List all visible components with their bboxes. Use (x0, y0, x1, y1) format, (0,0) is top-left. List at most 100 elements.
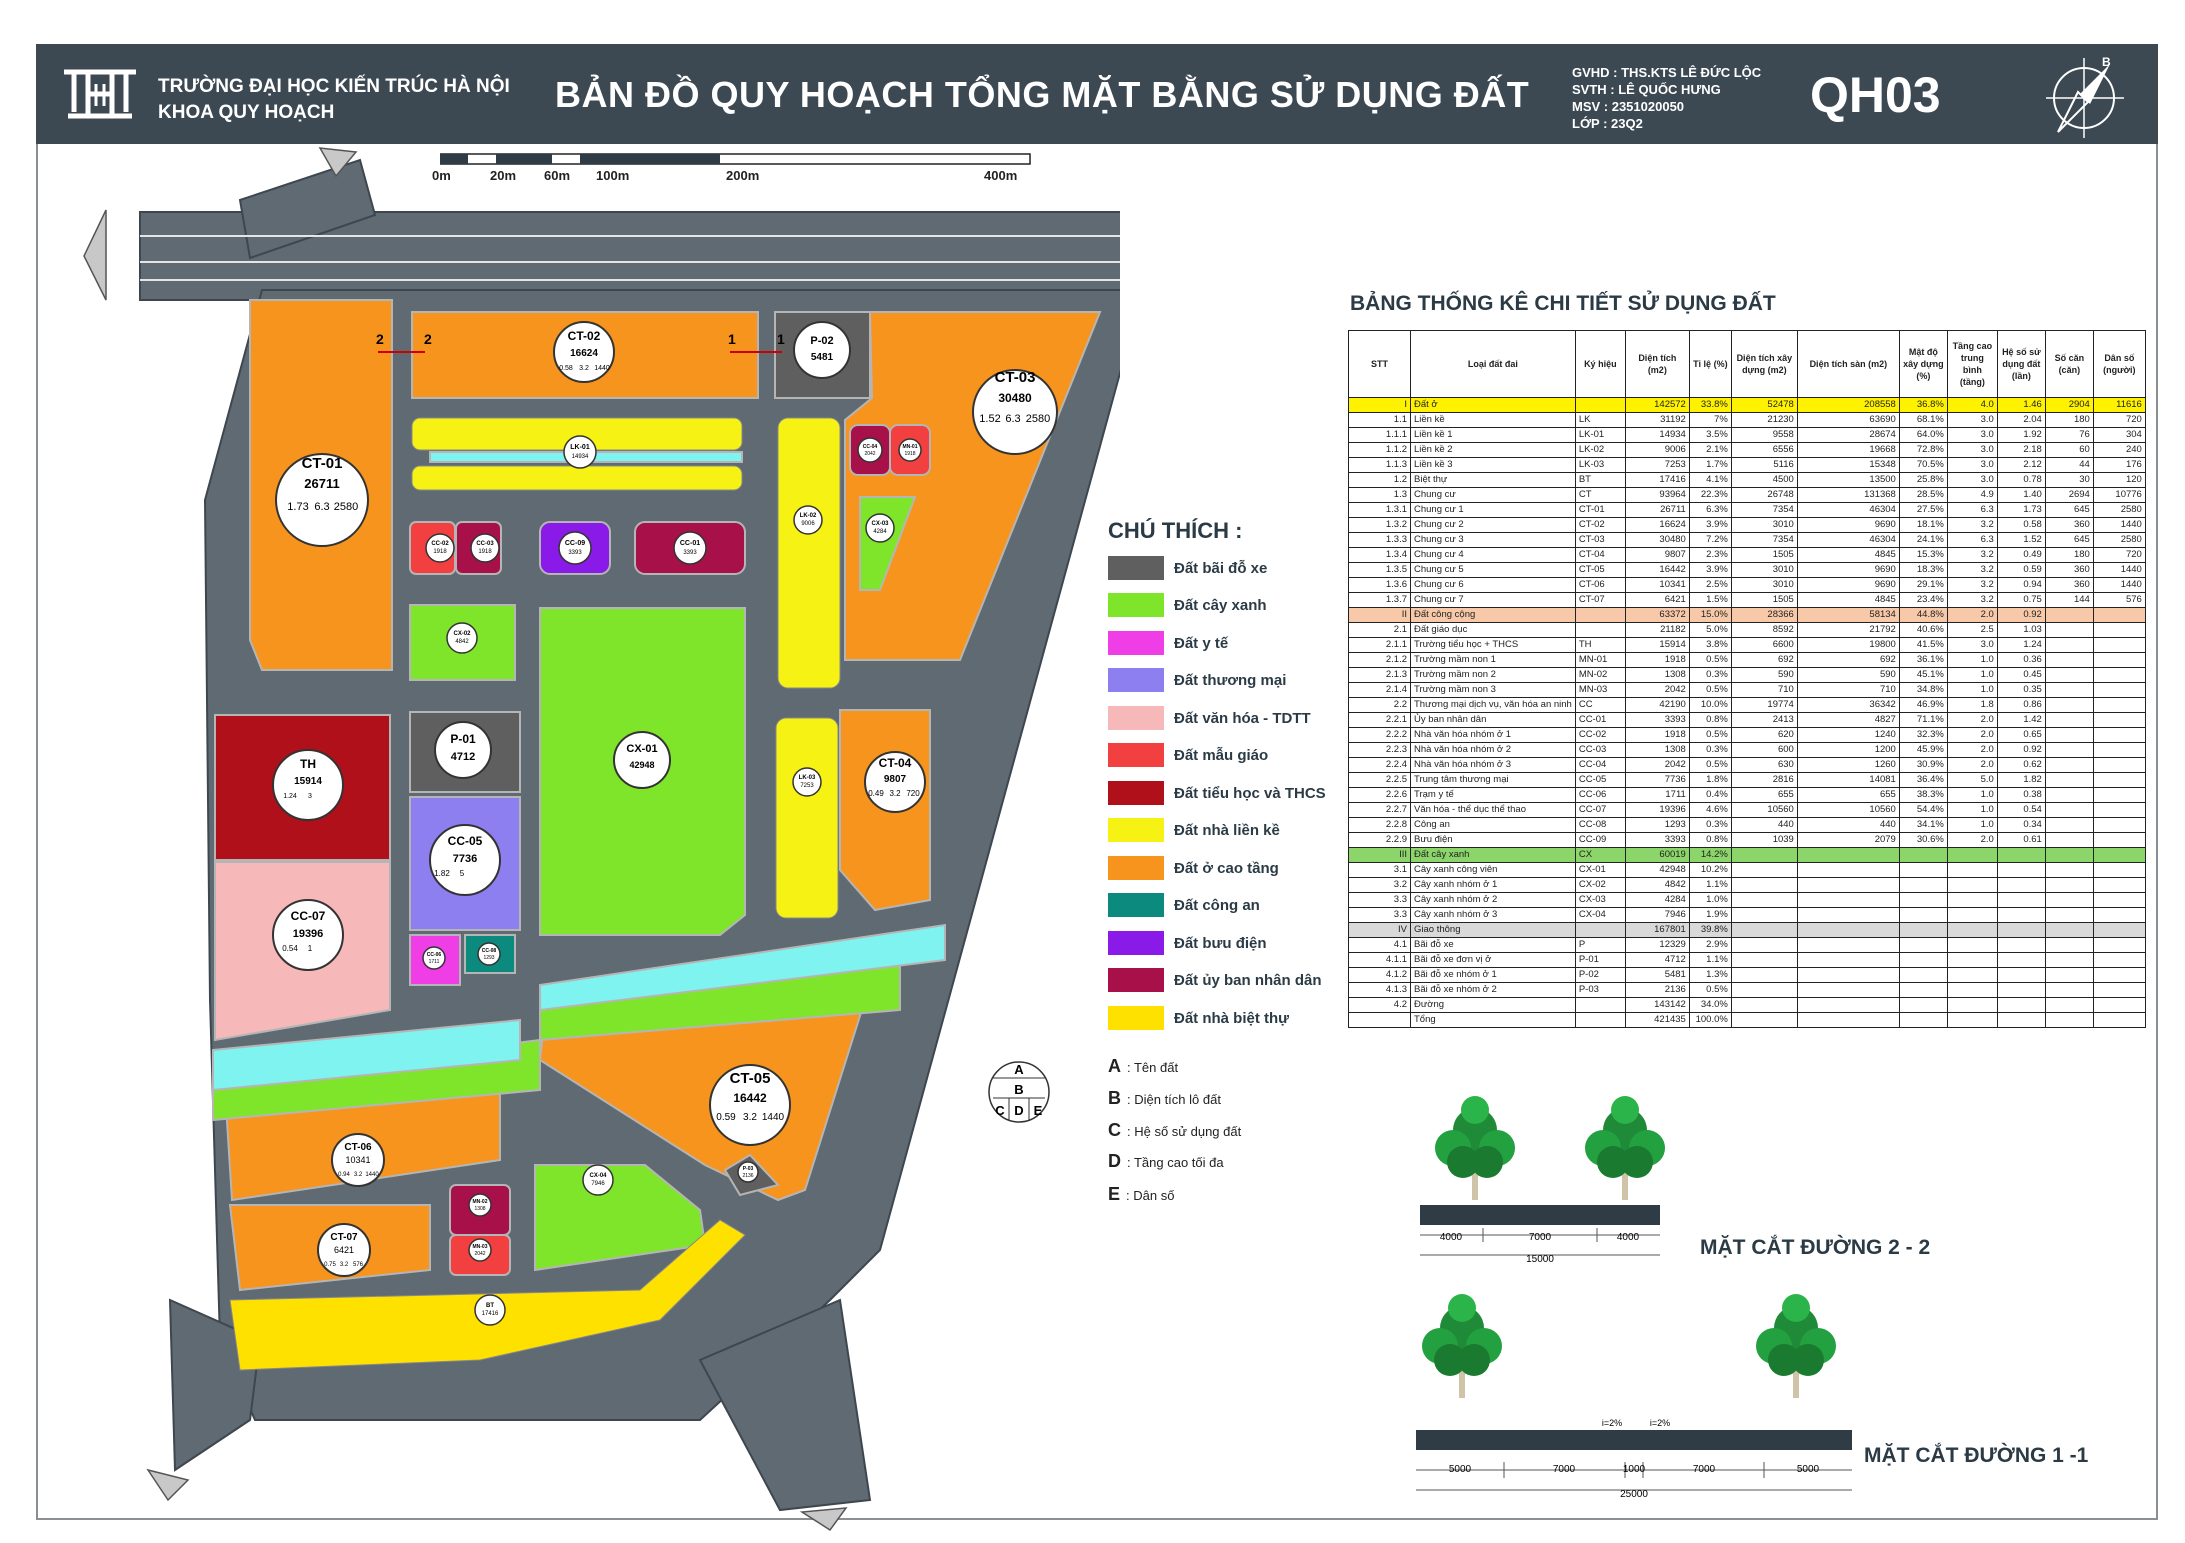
table-cell: 0.78 (1996, 472, 2046, 488)
table-cell: 4.2 (1348, 997, 1411, 1013)
legend-label: Đất ở cao tầng (1174, 859, 1279, 877)
table-cell (1898, 982, 1948, 998)
legend-swatch (1108, 856, 1164, 880)
table-cell: CT-03 (1574, 532, 1626, 548)
lot-area: 6421 (334, 1245, 354, 1255)
scale-bar: 0m 20m 60m 100m 200m 400m (432, 152, 1040, 183)
lot-area: 2042 (474, 1251, 485, 1257)
table-cell: 692 (1730, 652, 1798, 668)
table-header-row: STT Loại đất đai Ký hiệu Diện tích (m2) … (1348, 330, 2146, 398)
lot-label-ct06 (331, 1133, 385, 1187)
table-cell: 1.1% (1688, 952, 1732, 968)
scale-label: 400m (984, 168, 1018, 183)
table-cell (2044, 832, 2094, 848)
table-cell: CX-02 (1574, 877, 1626, 893)
table-cell: 39.8% (1688, 922, 1732, 938)
table-cell (1946, 907, 1998, 923)
lot-label-ct02 (553, 321, 615, 383)
table-cell (1946, 997, 1998, 1013)
legend-swatch (1108, 556, 1164, 580)
table-cell (1574, 1012, 1626, 1028)
table-cell: Trạm y tế (1410, 787, 1576, 803)
table-cell: 1.0 (1946, 802, 1998, 818)
lot-name: CX-02 (453, 631, 471, 637)
lot-labels: CT-01 26711 1.73 6.3 2580 CT-02 16624 0.… (272, 321, 1058, 1326)
lot-area: 4712 (451, 751, 475, 763)
table-cell: 2.2.5 (1348, 772, 1411, 788)
table-cell (1574, 622, 1626, 638)
table-cell: 27.5% (1898, 502, 1948, 518)
legend-label: Đất tiểu học và THCS (1174, 784, 1326, 802)
table-cell: 1.3.3 (1348, 532, 1411, 548)
lot-label-ct03 (972, 369, 1058, 455)
table-header: Ký hiệu (1574, 330, 1626, 398)
table-cell: 36.1% (1898, 652, 1948, 668)
lot-population: 2580 (1026, 413, 1050, 425)
lot-label-cc08 (477, 942, 501, 966)
table-cell: 4284 (1624, 892, 1690, 908)
table-cell: 46.9% (1898, 697, 1948, 713)
table-cell: CT-06 (1574, 577, 1626, 593)
lot-label-cc02 (425, 533, 455, 563)
table-cell: 68.1% (1898, 412, 1948, 428)
table-cell: 30.6% (1898, 832, 1948, 848)
table-cell: 1.3.4 (1348, 547, 1411, 563)
table-cell: 1.73 (1996, 502, 2046, 518)
key-letter: A (1108, 1056, 1121, 1076)
table-cell: 60019 (1624, 847, 1690, 863)
table-cell: 645 (2044, 532, 2094, 548)
lot-area: 14934 (572, 454, 589, 460)
table-cell: 1.3.7 (1348, 592, 1411, 608)
table-cell: 6421 (1624, 592, 1690, 608)
table-cell: CX-03 (1574, 892, 1626, 908)
table-cell: 655 (1796, 787, 1900, 803)
table-cell: 1.3% (1688, 967, 1732, 983)
table-cell: P-03 (1574, 982, 1626, 998)
lot-area: 2042 (864, 451, 875, 457)
lot-area: 9006 (801, 521, 815, 527)
lot-floors: 3 (308, 793, 312, 800)
supervisor: GVHD : THS.KTS LÊ ĐỨC LỘC (1572, 65, 1762, 80)
table-cell: 1505 (1730, 547, 1798, 563)
table-cell: 18.3% (1898, 562, 1948, 578)
table-cell (1730, 937, 1798, 953)
table-cell: 692 (1796, 652, 1900, 668)
table-cell: 7253 (1624, 457, 1690, 473)
table-cell: CT-05 (1574, 562, 1626, 578)
table-cell: 0.59 (1996, 562, 2046, 578)
lot-floors: 6.3 (1005, 413, 1020, 425)
table-cell (1898, 937, 1948, 953)
table-cell: 590 (1730, 667, 1798, 683)
table-cell: Liền kề 2 (1410, 442, 1576, 458)
table-cell: 2.2 (1348, 697, 1411, 713)
table-cell: 15914 (1624, 637, 1690, 653)
table-cell: 1.7% (1688, 457, 1732, 473)
table-cell: 2.1 (1348, 622, 1411, 638)
lot-name: LK-02 (800, 513, 817, 519)
lot-label-lk02 (793, 505, 823, 535)
table-cell: 14934 (1624, 427, 1690, 443)
lot-label-ct01 (275, 453, 369, 547)
table-cell: 180 (2044, 547, 2094, 563)
table-cell: 30.9% (1898, 757, 1948, 773)
table-cell: Công an (1410, 817, 1576, 833)
table-cell (1898, 1012, 1948, 1028)
table-cell: 2042 (1624, 682, 1690, 698)
table-cell: 4.6% (1688, 802, 1732, 818)
table-cell: I (1348, 397, 1411, 413)
lot-name: CC-06 (427, 952, 442, 958)
lot-name: CT-04 (879, 756, 912, 770)
table-cell (2044, 637, 2094, 653)
table-cell: 2.12 (1996, 457, 2046, 473)
lot-name: CT-02 (568, 329, 601, 343)
table-cell: 3.2 (1348, 877, 1411, 893)
lot-floors: 3.2 (743, 1112, 757, 1123)
lot-name: CX-03 (871, 521, 889, 527)
table-cell (2092, 997, 2146, 1013)
